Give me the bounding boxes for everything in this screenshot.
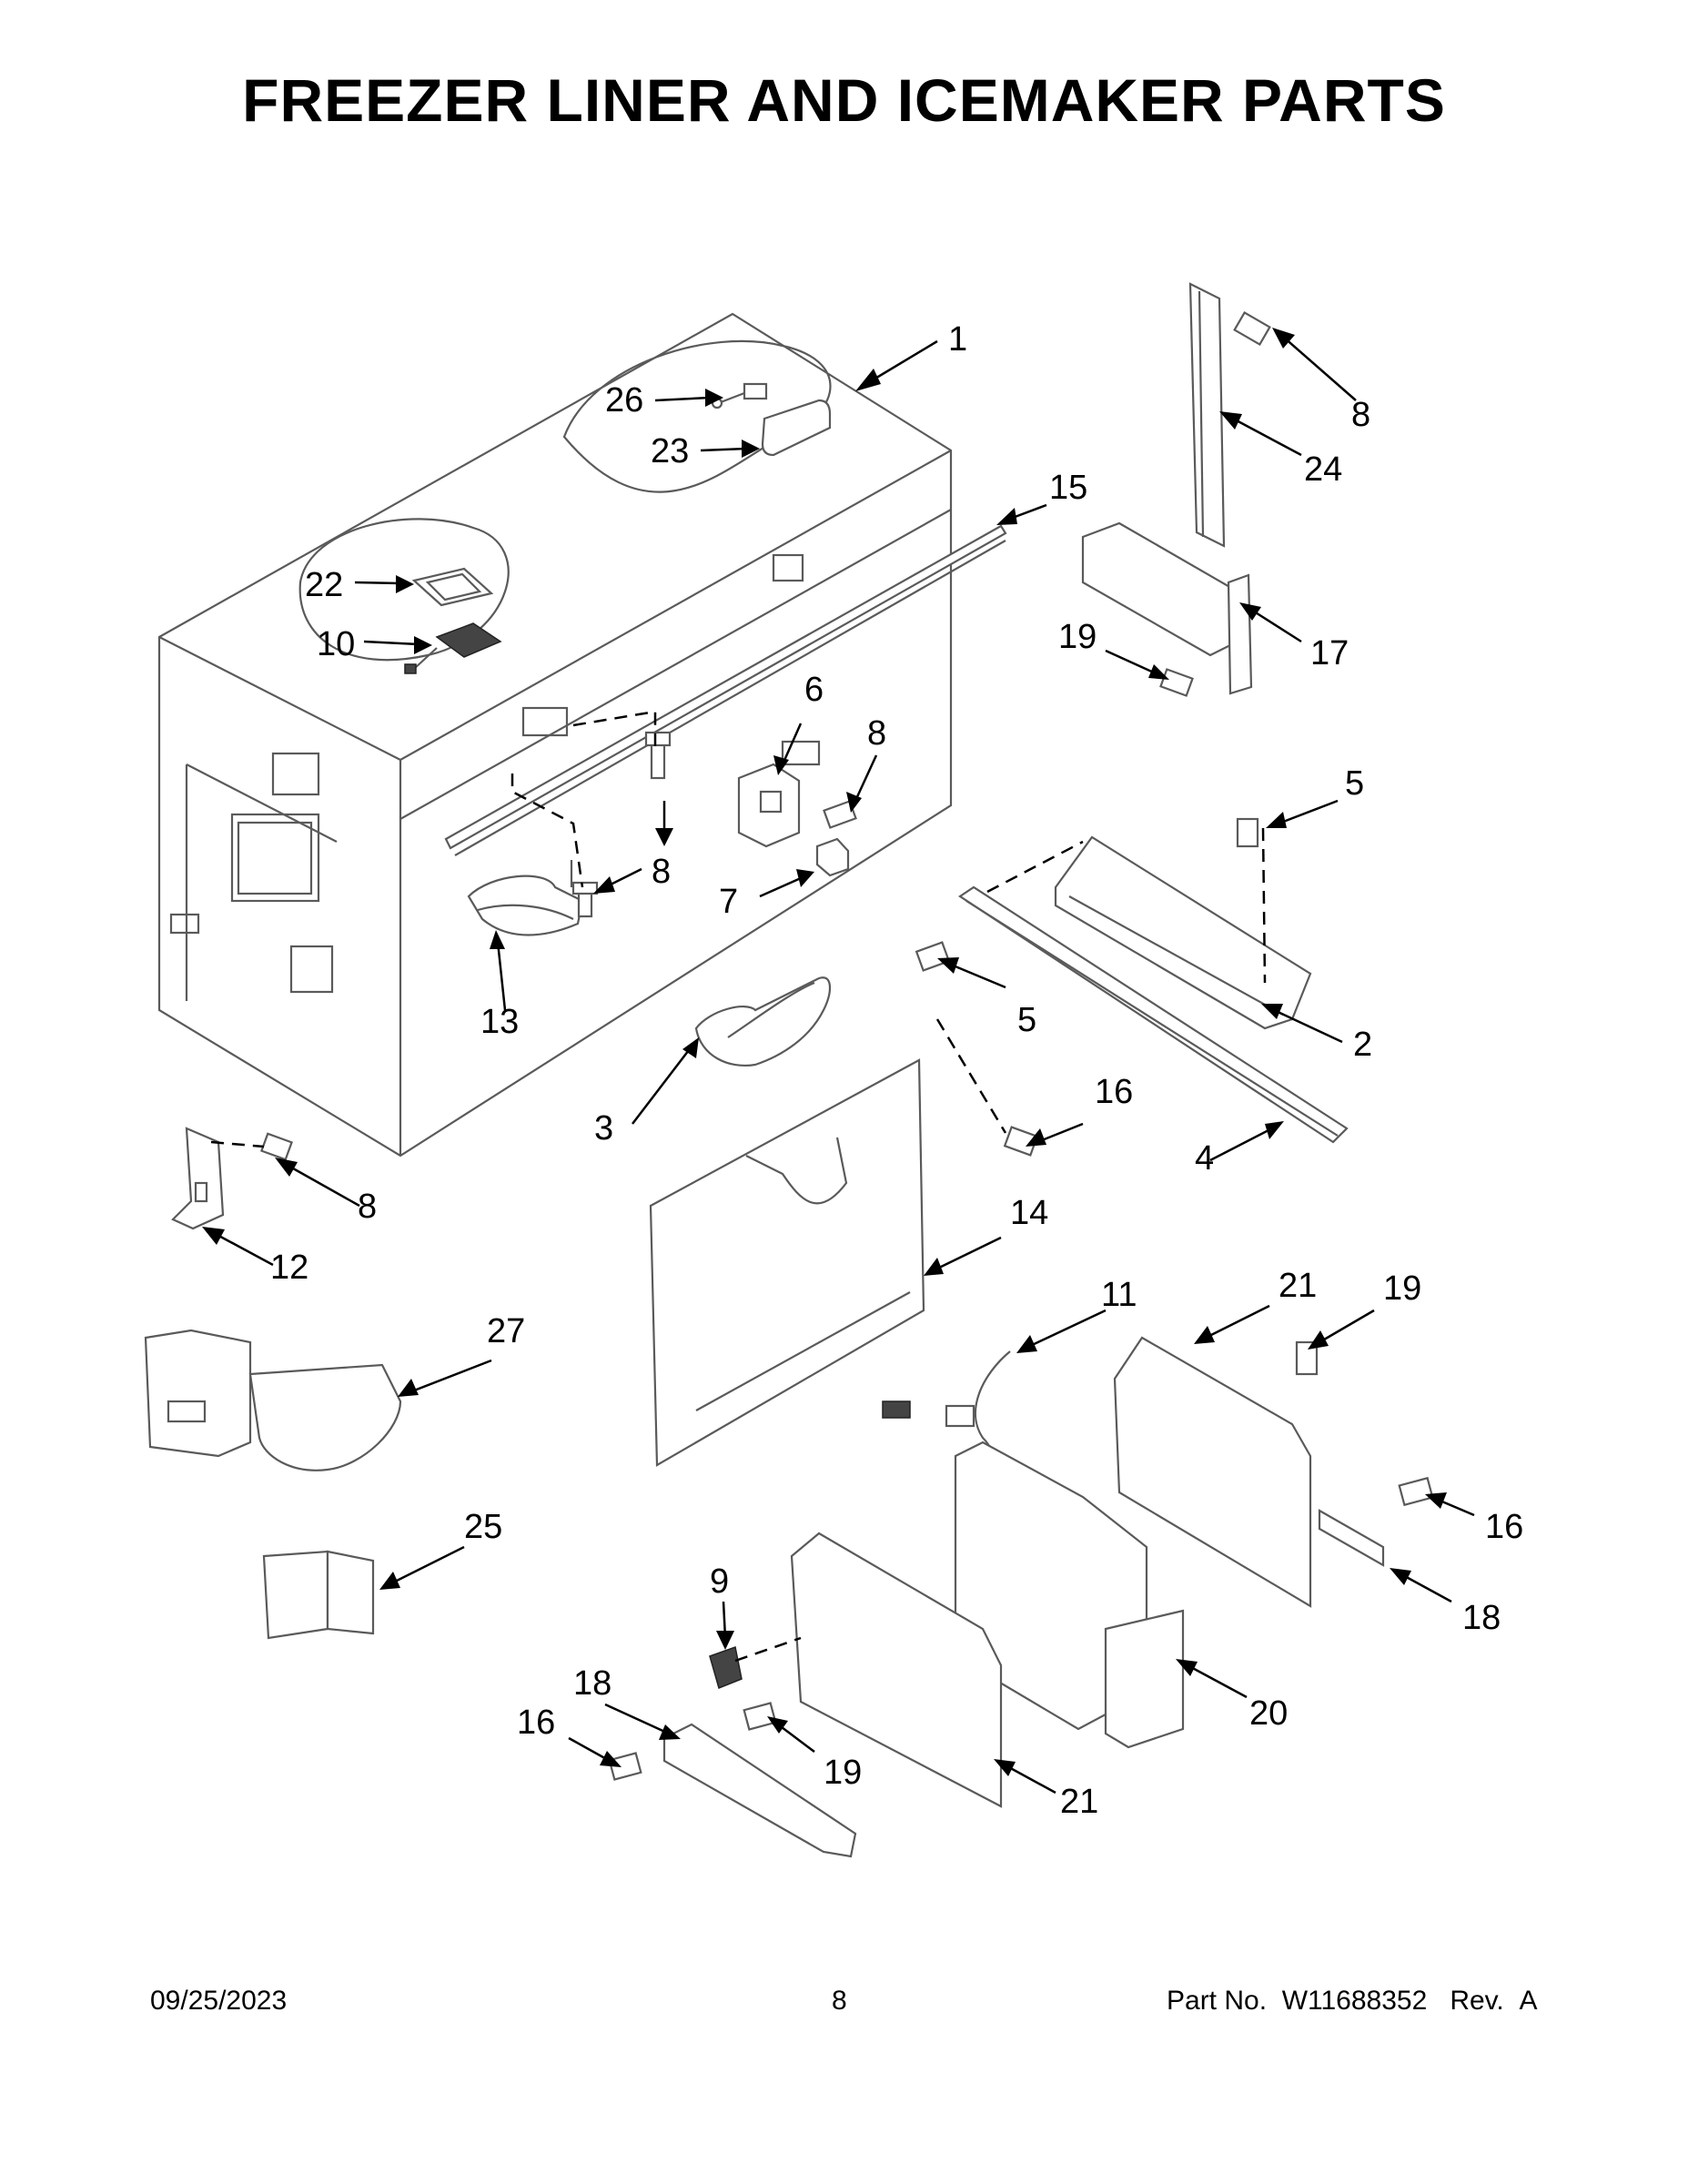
callout-24: 24 — [1304, 450, 1342, 489]
bracket-2 — [1054, 835, 1312, 1030]
callout-9: 9 — [710, 1562, 729, 1601]
page-title: FREEZER LINER AND ICEMAKER PARTS — [242, 66, 1446, 134]
callout-13: 13 — [480, 1003, 519, 1041]
control-housing-20 — [954, 1441, 1185, 1749]
callout-7: 7 — [719, 883, 738, 921]
rev-label: Rev. — [1450, 1986, 1504, 2016]
harness-11 — [882, 1350, 1011, 1485]
slide-18-right — [1318, 1509, 1385, 1567]
leader-lines — [202, 328, 1475, 1795]
slide-18-left — [662, 1723, 857, 1858]
callout-19-top: 19 — [1058, 618, 1097, 656]
footer-date: 09/25/2023 — [150, 1986, 288, 2016]
callout-3: 3 — [594, 1109, 613, 1148]
callout-8-center: 8 — [867, 714, 886, 753]
callout-5-mid: 5 — [1017, 1001, 1036, 1039]
callout-17: 17 — [1310, 634, 1349, 672]
callout-8-top-right: 8 — [1351, 396, 1370, 434]
callout-16-left: 16 — [517, 1704, 555, 1742]
callout-25: 25 — [464, 1508, 502, 1546]
callout-4: 4 — [1195, 1139, 1214, 1178]
callout-16-top: 16 — [1095, 1073, 1133, 1111]
footer-page-number: 8 — [832, 1986, 847, 2016]
callout-22: 22 — [305, 566, 343, 604]
callout-11: 11 — [1101, 1276, 1137, 1314]
rev-value: A — [1519, 1986, 1538, 2016]
callout-8-left: 8 — [358, 1188, 377, 1226]
panel-21-upper — [1113, 1336, 1312, 1608]
callout-labels: 1 15 26 23 22 10 8 24 19 17 6 8 8 7 5 5 … — [270, 320, 1523, 1821]
switch-9 — [709, 1646, 743, 1690]
callout-18-left: 18 — [573, 1664, 612, 1703]
panel-14 — [649, 1058, 925, 1467]
callout-16-right: 16 — [1485, 1508, 1523, 1546]
bracket-24 — [1188, 282, 1226, 548]
callout-5-top: 5 — [1345, 764, 1364, 803]
callout-10: 10 — [317, 625, 355, 663]
callout-14: 14 — [1010, 1194, 1048, 1232]
gasket-22 — [411, 567, 494, 607]
control-board-10 — [404, 622, 502, 674]
callout-1: 1 — [948, 320, 967, 359]
callout-8-liner: 8 — [652, 853, 671, 891]
bracket-17 — [1081, 521, 1253, 695]
callout-2: 2 — [1353, 1026, 1372, 1064]
cover-25 — [262, 1550, 375, 1640]
fan-shroud-3 — [694, 976, 831, 1067]
callout-12: 12 — [270, 1249, 308, 1287]
callout-21-lower: 21 — [1060, 1783, 1098, 1821]
callout-27: 27 — [487, 1312, 525, 1350]
icemaker-27 — [144, 1329, 402, 1471]
rail-15 — [444, 524, 1007, 856]
thermistor-cover-23 — [761, 399, 832, 457]
callout-19-bottom: 19 — [824, 1754, 862, 1792]
callout-23: 23 — [651, 432, 689, 470]
callout-26: 26 — [605, 381, 643, 420]
callout-18-right: 18 — [1462, 1599, 1501, 1637]
callout-19-right: 19 — [1383, 1269, 1421, 1308]
callout-15: 15 — [1049, 469, 1087, 507]
footer-part-number: Part No. W11688352 Rev. A — [1167, 1986, 1537, 2017]
switch-7 — [815, 837, 850, 877]
part-number: W11688352 — [1281, 1986, 1428, 2016]
callout-21-upper: 21 — [1279, 1267, 1317, 1305]
panel-21-lower — [790, 1532, 1003, 1808]
callout-20: 20 — [1249, 1694, 1288, 1733]
callout-6: 6 — [804, 671, 824, 709]
screws — [260, 310, 1434, 1781]
dashed-guides — [210, 710, 1267, 1663]
slide-rail-4 — [958, 885, 1349, 1144]
freezer-liner — [157, 312, 953, 1158]
ice-bin-sensor-6 — [737, 763, 801, 848]
part-label: Part No. — [1167, 1986, 1268, 2016]
